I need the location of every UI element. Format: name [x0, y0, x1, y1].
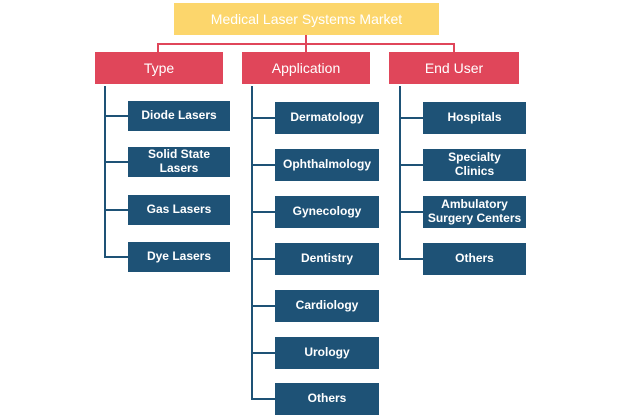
type-trunk-line: [104, 86, 106, 258]
application-item-dermatology: Dermatology: [275, 102, 379, 134]
type-item-diode-lasers: Diode Lasers: [128, 101, 230, 131]
category-type: Type: [95, 52, 223, 84]
type-branch-line: [104, 256, 128, 258]
application-item-gynecology: Gynecology: [275, 196, 379, 228]
application-item-urology: Urology: [275, 337, 379, 369]
end-user-branch-line: [399, 211, 423, 213]
application-branch-line: [251, 117, 275, 119]
root-connector-vertical: [305, 35, 307, 44]
application-branch-line: [251, 398, 275, 400]
application-item-others: Others: [275, 383, 379, 415]
type-item-solid-state-lasers: Solid State Lasers: [128, 147, 230, 177]
root-node: Medical Laser Systems Market: [174, 3, 439, 35]
end-user-branch-line: [399, 164, 423, 166]
end-user-connector: [453, 43, 455, 52]
end-user-item-ambulatory-surgery-centers: Ambulatory Surgery Centers: [423, 196, 526, 228]
type-connector: [157, 43, 159, 52]
application-trunk-line: [251, 86, 253, 399]
type-branch-line: [104, 115, 128, 117]
type-item-dye-lasers: Dye Lasers: [128, 242, 230, 272]
category-end-user: End User: [389, 52, 519, 84]
application-item-cardiology: Cardiology: [275, 290, 379, 322]
application-branch-line: [251, 305, 275, 307]
end-user-item-others: Others: [423, 243, 526, 275]
application-branch-line: [251, 211, 275, 213]
application-item-ophthalmology: Ophthalmology: [275, 149, 379, 181]
type-item-gas-lasers: Gas Lasers: [128, 195, 230, 225]
application-item-dentistry: Dentistry: [275, 243, 379, 275]
end-user-item-specialty-clinics: Specialty Clinics: [423, 149, 526, 181]
type-branch-line: [104, 209, 128, 211]
end-user-trunk-line: [399, 86, 401, 260]
application-branch-line: [251, 164, 275, 166]
application-branch-line: [251, 258, 275, 260]
end-user-branch-line: [399, 117, 423, 119]
category-application: Application: [242, 52, 370, 84]
application-connector: [305, 43, 307, 52]
type-branch-line: [104, 161, 128, 163]
end-user-item-hospitals: Hospitals: [423, 102, 526, 134]
end-user-branch-line: [399, 258, 423, 260]
application-branch-line: [251, 352, 275, 354]
